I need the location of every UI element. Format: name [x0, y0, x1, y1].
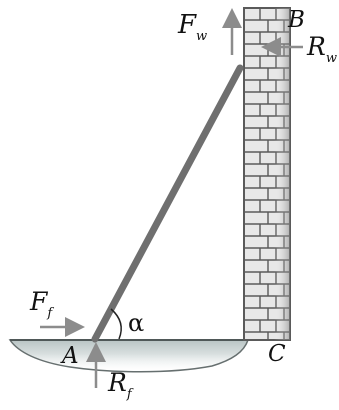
- angle-arc: [110, 308, 122, 340]
- label-angle: α: [128, 309, 144, 337]
- floor: [8, 339, 250, 373]
- label-reaction-floor: Rf: [107, 368, 134, 402]
- label-point-a: A: [60, 343, 79, 369]
- brick-wall: [243, 7, 291, 341]
- label-reaction-wall: Rw: [306, 32, 337, 66]
- force-arrows: [40, 8, 303, 388]
- label-force-wall: Fw: [177, 10, 207, 44]
- label-point-c: C: [268, 341, 286, 367]
- label-force-floor: Ff: [29, 287, 54, 321]
- floor-surface: [8, 339, 250, 373]
- label-point-b: B: [287, 7, 305, 33]
- wall-shading: [244, 8, 290, 340]
- ladder: [91, 64, 244, 343]
